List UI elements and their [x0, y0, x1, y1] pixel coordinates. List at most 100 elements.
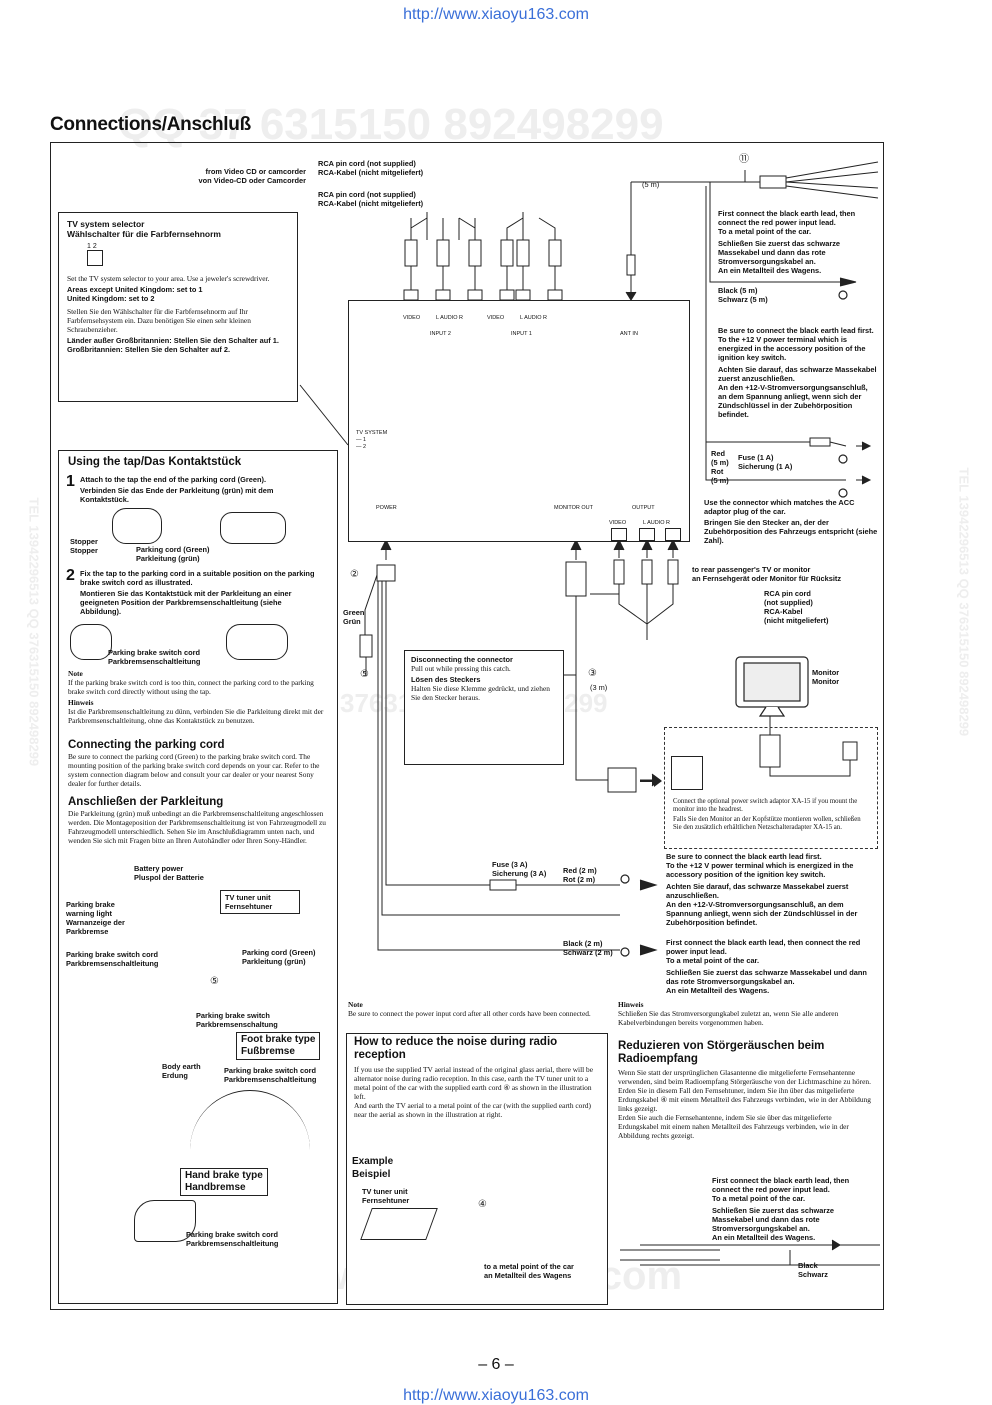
tv-selector-text-2a: Areas except United Kingdom: set to 1: [67, 285, 203, 294]
ant-in-label: ANT IN: [620, 331, 638, 337]
jack-video-2: VIDEO: [403, 315, 421, 321]
page-title: Connections/Anschluß: [50, 114, 251, 135]
connecting-title: Connecting the parking cord: [68, 739, 225, 751]
jack-video-1: VIDEO: [487, 315, 505, 321]
warning-light-label: Parking brake warning light Warnanzeige …: [66, 900, 125, 936]
disconnect-text: Pull out while pressing this catch.: [411, 664, 511, 673]
tv-selector-text-4a: Länder außer Großbritannien: Stellen Sie…: [67, 336, 279, 345]
hand-brake-tag: Hand brake type Handbremse: [180, 1168, 268, 1196]
adaptor-note: Connect the optional power switch adapto…: [673, 798, 861, 831]
cable-3m: (3 m): [590, 683, 608, 692]
stopper-label: Stopper Stopper: [70, 537, 98, 555]
fuse-1a-label: Fuse (1 A) Sicherung (1 A): [738, 453, 793, 471]
foot-brake-illustration: [190, 1090, 310, 1161]
power-label: POWER: [376, 505, 397, 511]
page-number: – 6 –: [478, 1356, 514, 1373]
header-url: http://www.xiaoyu163.com: [403, 6, 589, 23]
metal-point-label: to a metal point of the car an Metalltei…: [484, 1262, 574, 1280]
optional-adaptor-box: Connect the optional power switch adapto…: [664, 727, 878, 849]
connecting-text: Be sure to connect the parking cord (Gre…: [68, 752, 320, 788]
step2-text: Fix the tap to the parking cord in a sui…: [80, 569, 315, 616]
noise-text: If you use the supplied TV aerial instea…: [354, 1065, 594, 1119]
red-2m-label: Red (2 m) Rot (2 m): [563, 866, 597, 884]
power2-earth-note: Be sure to connect the black earth lead …: [666, 852, 858, 927]
marker-5-tap: ⑤: [210, 976, 219, 987]
rca-cord-label-3: RCA pin cord (not supplied) RCA-Kabel (n…: [764, 589, 829, 625]
noise-title: How to reduce the noise during radio rec…: [354, 1036, 558, 1061]
example-tuner-illustration: [360, 1208, 438, 1240]
disconnect-title-de: Lösen des Steckers: [411, 675, 481, 684]
marker-2: ②: [350, 569, 359, 580]
tap-illustration-1: [112, 508, 162, 544]
tv-selector-title-de: Wählschalter für die Farbfernsehnorm: [67, 229, 221, 239]
rear-monitor-label: to rear passenger's TV or monitor an Fer…: [692, 565, 842, 583]
pbs-cord-label-4: Parking brake switch cord Parkbremsensch…: [186, 1230, 279, 1248]
diagram-frame: [50, 142, 884, 1310]
tv-selector-text-1: Set the TV system selector to your area.…: [67, 274, 270, 283]
foot-brake-tag: Foot brake type Fußbremse: [236, 1032, 321, 1060]
noise-text-de: Wenn Sie statt der ursprünglichen Glasan…: [618, 1068, 871, 1140]
tv-selector-box: TV system selector Wählschalter für die …: [58, 212, 298, 402]
output-label: OUTPUT: [632, 505, 655, 511]
step1-number: 1: [66, 473, 75, 490]
tv-selector-text-3: Stellen Sie den Wählschalter für die Far…: [67, 307, 251, 334]
tv-selector-text-2b: United Kingdom: set to 2: [67, 294, 155, 303]
tv-selector-title: TV system selector: [67, 219, 145, 229]
body-earth-label: Body earth Erdung: [162, 1062, 201, 1080]
anschliessen-text: Die Parkleitung (grün) muß unbedingt an …: [68, 809, 326, 845]
tuner-mini-box: TV tuner unit Fernsehtuner: [220, 890, 300, 914]
tv-switch-numbers: 1 2: [87, 243, 97, 250]
out-video-label: VIDEO: [609, 520, 627, 526]
input1-label: INPUT 1: [511, 331, 532, 337]
rca-cord-label-2: RCA pin cord (not supplied) RCA-Kabel (n…: [318, 190, 424, 208]
marker-5-mid: ⑤: [360, 669, 369, 680]
jack-audio-2: L AUDIO R: [436, 315, 463, 321]
pbs-cord-label-3: Parking brake switch cord Parkbremsensch…: [224, 1066, 317, 1084]
marker-4: ④: [478, 1199, 487, 1210]
disconnect-box: Disconnecting the connector Pull out whi…: [404, 650, 564, 765]
rca-cord-label-1: RCA pin cord (not supplied) RCA-Kabel (n…: [318, 159, 424, 177]
acc-adaptor-note: Use the connector which matches the ACC …: [704, 498, 878, 545]
footer-url: http://www.xiaoyu163.com: [403, 1387, 589, 1404]
output-jacks: [603, 528, 683, 541]
out-audio-label: L AUDIO R: [643, 520, 670, 526]
black-first-note: First connect the black earth lead, then…: [666, 938, 867, 995]
pb-switch-label: Parking brake switch Parkbremsenschaltun…: [196, 1011, 278, 1029]
tv-system-label: TV SYSTEM: [356, 430, 388, 436]
tap-note: Note If the parking brake switch cord is…: [68, 669, 324, 725]
noise-black-label: Black Schwarz: [798, 1261, 828, 1279]
adaptor-plug-icon: [671, 756, 703, 790]
monitor-out-label: MONITOR OUT: [554, 505, 594, 511]
pbs-cord-label-2: Parking brake switch cord Parkbremsensch…: [66, 950, 159, 968]
tv-selector-text-4b: Großbritannien: Stellen Sie den Schalter…: [67, 345, 231, 354]
example-tuner-label: TV tuner unit Fernsehtuner: [362, 1187, 410, 1205]
tap-illustration-4: [226, 624, 288, 660]
noise-box: [346, 1033, 608, 1305]
black-5m-label: Black (5 m) Schwarz (5 m): [718, 286, 768, 304]
input2-label: INPUT 2: [430, 331, 451, 337]
marker-11: ⑪: [739, 154, 749, 165]
tap-illustration-3: [70, 624, 112, 660]
marker-3: ③: [588, 668, 597, 679]
power-note: Note Be sure to connect the power input …: [348, 1000, 591, 1018]
red-5m-label: Red (5 m) Rot (5 m): [711, 449, 729, 485]
noise-earth-note: First connect the black earth lead, then…: [712, 1176, 850, 1242]
tv-system-marks: — 1 — 2: [356, 437, 367, 450]
tv-switch-icon: [87, 250, 103, 266]
power-hinweis: Hinweis Schließen Sie das Stromversorgun…: [618, 1000, 839, 1027]
watermark-top: QQ 37 6315150 892498299: [118, 100, 664, 149]
example-title: Example Beispiel: [352, 1156, 394, 1180]
pbs-cord-label: Parking brake switch cord Parkbremsensch…: [108, 648, 201, 666]
noise-title-de: Reduzieren von Störgeräuschen beim Radio…: [618, 1040, 825, 1065]
anschliessen-title: Anschließen der Parkleitung: [68, 796, 224, 808]
source-label: from Video CD or camcorder von Video-CD …: [198, 167, 306, 185]
hand-brake-illustration: [134, 1200, 196, 1242]
antenna-length: (5 m): [642, 180, 660, 189]
power-earth-note: Be sure to connect the black earth lead …: [718, 326, 877, 419]
battery-label: Battery power Pluspol der Batterie: [134, 864, 204, 882]
tap-title: Using the tap/Das Kontaktstück: [68, 456, 242, 468]
parking-cord-label: Parking cord (Green) Parkleitung (grün): [136, 545, 210, 563]
parking-cord-box: [58, 450, 338, 1304]
black-2m-label: Black (2 m) Schwarz (2 m): [563, 939, 613, 957]
jack-audio-1: L AUDIO R: [520, 315, 547, 321]
